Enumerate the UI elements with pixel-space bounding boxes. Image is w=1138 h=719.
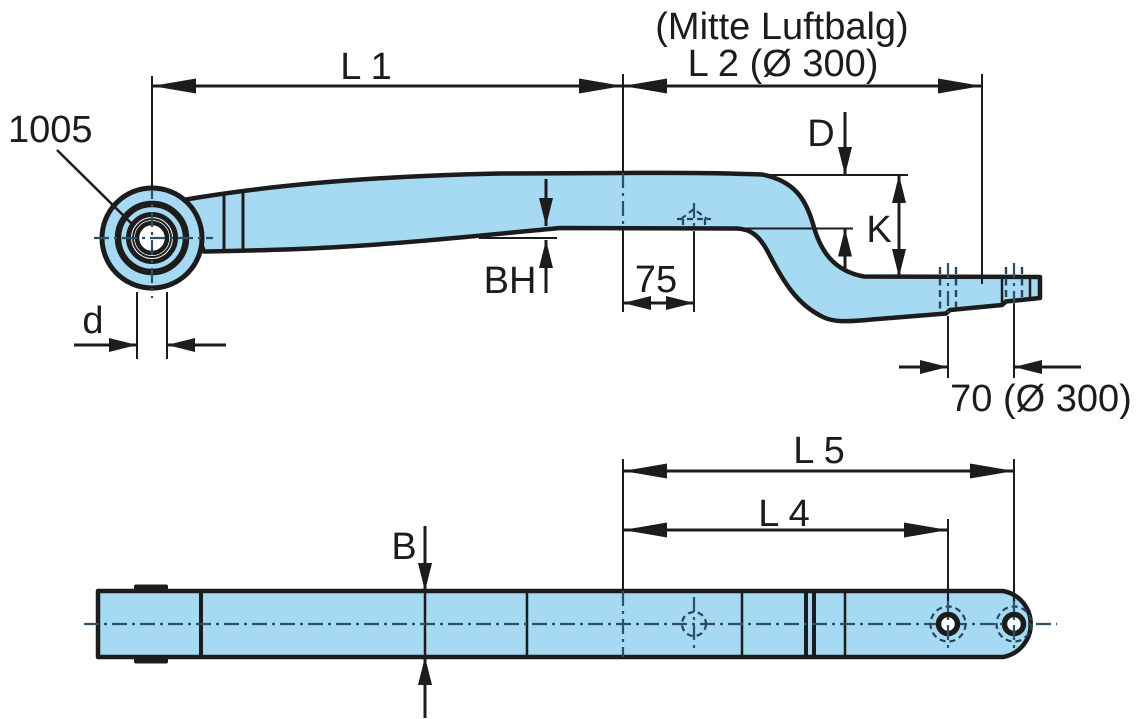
eye-wrap-tab (134, 655, 168, 664)
dim-70-label: 70 (Ø 300) (950, 378, 1132, 420)
part-number-label: 1005 (8, 109, 93, 151)
pad-hidden-holes (938, 263, 1032, 313)
dim-B-label: B (391, 526, 416, 568)
eye-wrap-tab (134, 584, 168, 593)
dim-70: 70 (Ø 300) (899, 304, 1132, 420)
dim-L1: L 1 (151, 46, 625, 312)
center-bolt-hole-hidden (680, 597, 708, 651)
mitte-luftbalg-note: (Mitte Luftbalg) (655, 6, 908, 48)
spring-eye-bushing (94, 184, 213, 298)
dim-L4-label: L 4 (758, 493, 809, 535)
bottom-view: L 5 L 4 B (84, 430, 1057, 718)
pad-hole-2 (995, 597, 1033, 651)
dim-D: D (744, 112, 908, 268)
dim-D-label: D (807, 113, 834, 155)
dim-L5-label: L 5 (793, 430, 844, 472)
dim-L2: (Mitte Luftbalg) L 2 (Ø 300) (623, 6, 983, 284)
dim-K-label: K (866, 209, 891, 251)
top-view: 1005 L 1 (Mitte Luftbalg) L 2 (Ø 300) D (8, 6, 1132, 420)
dim-75-label: 75 (635, 259, 677, 301)
hidden-hole-circle (680, 610, 708, 638)
dim-BH: BH (479, 179, 557, 302)
dim-K: K (866, 175, 906, 277)
part-callout: 1005 (8, 109, 133, 225)
dim-75: 75 (623, 203, 711, 312)
pad-hole-1 (929, 597, 967, 651)
dim-d-label: d (82, 300, 103, 342)
dim-B: B (391, 526, 432, 718)
dim-L4: L 4 (623, 493, 949, 601)
dim-L1-label: L 1 (340, 46, 391, 88)
center-bolt-symbol (680, 207, 708, 220)
dim-L2-label: L 2 (Ø 300) (688, 43, 879, 85)
trailing-arm-blade-outline (180, 170, 1043, 324)
dim-BH-label: BH (484, 260, 537, 302)
dim-L5: L 5 (622, 430, 1015, 601)
dim-d: d (74, 292, 226, 359)
part-leader-line (56, 149, 133, 225)
